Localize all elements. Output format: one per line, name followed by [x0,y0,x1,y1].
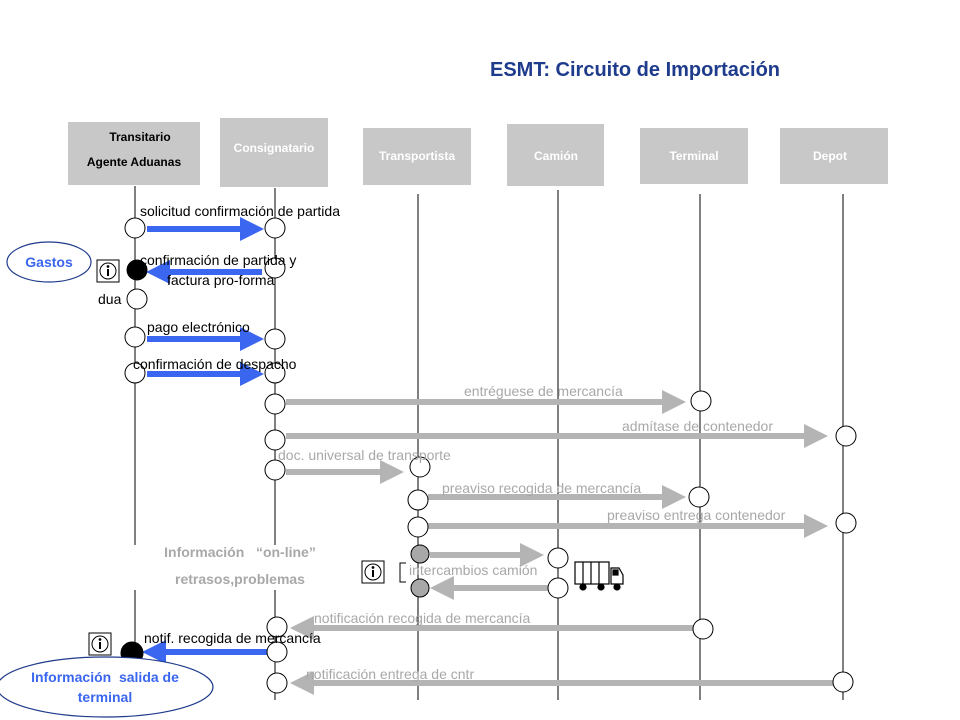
event-point [690,390,712,412]
actor-box [780,128,888,184]
event-point [835,425,857,447]
label-admitase: admítase de contenedor [622,418,773,434]
label-preaviso-recogida: preaviso recogida de mercancía [442,480,641,496]
event-point [264,362,286,384]
info-icon [361,560,385,584]
event-point [126,288,148,310]
event-point [124,362,146,384]
actor-box [640,128,748,184]
event-point [266,672,288,694]
actor-camion: Camión [507,124,604,186]
gastos-note: Gastos [6,241,92,283]
actor-box [68,122,200,185]
actor-transportista: Transportista [363,128,471,185]
actor-label: Camión [534,149,578,163]
event-point [264,459,286,481]
event-point [266,616,288,638]
terminal-exit-note: Información salida de terminal [0,656,214,718]
gastos-label: Gastos [25,254,73,270]
label-notificacion-recogida: notificación recogida de mercancía [314,610,531,626]
terminal-exit-line2: terminal [78,689,132,705]
event-point [410,578,430,598]
event-point [409,456,431,478]
label-dua: dua [98,291,122,307]
actor-label: Consignatario [234,141,315,155]
terminal-exit-line1: Información salida de [31,669,179,685]
label-factura-proforma: factura pro-forma [167,272,275,288]
online-info-subtitle: retrasos,problemas [175,571,305,587]
label-solicitud: solicitud confirmación de partida [140,203,340,219]
event-point [547,577,569,599]
label-intercambios: intercambios camión [409,562,537,578]
event-point [688,486,710,508]
event-points [120,217,857,694]
message-arrows [142,217,835,695]
event-point [264,429,286,451]
event-point [407,489,429,511]
diagram-title: ESMT: Circuito de Importación [490,59,780,81]
event-point [832,671,854,693]
terminal-exit-ellipse [0,656,214,718]
label-pago: pago electrónico [147,319,250,335]
event-point [407,516,429,538]
actor-depot: Depot [780,128,888,184]
label-notificacion-entrega: notificación entrega de cntr [306,666,474,682]
info-icon [88,632,112,656]
actor-transitario: Transitario Agente Aduanas [68,122,200,185]
label-confirmacion-partida: confirmación de partida y [140,252,296,268]
actor-label: Transportista [379,149,455,163]
label-preaviso-entrega: preaviso entrega contenedor [607,507,786,523]
event-point [264,328,286,350]
event-point [264,393,286,415]
label-notif-recogida: notif. recogida de mercancía [144,630,321,646]
event-point [266,641,288,663]
event-point [692,618,714,640]
online-note-background [128,545,338,590]
message-labels-dark: solicitud confirmación de partida confir… [98,203,340,646]
label-entreguese: entréguese de mercancía [464,383,623,399]
gastos-ellipse [6,241,92,283]
event-point [124,217,146,239]
event-point [264,217,286,239]
label-doc-universal: doc. universal de transporte [278,447,451,463]
event-point [547,547,569,569]
label-despacho: confirmación de despacho [133,356,297,372]
intercambio-bracket [399,562,406,583]
actor-terminal: Terminal [640,128,748,184]
truck-icon [574,561,624,591]
actor-label: Terminal [669,149,718,163]
event-point [264,257,286,279]
event-point [124,326,146,348]
actor-label: Agente Aduanas [87,155,182,169]
event-point [835,512,857,534]
event-point [410,544,430,564]
actor-box [220,118,328,187]
actor-label: Depot [813,149,847,163]
message-labels-gray: entréguese de mercancía admítase de cont… [278,383,786,682]
actor-label: Transitario [109,130,170,144]
actor-box [363,128,471,185]
actor-box [507,124,604,186]
actor-consignatario: Consignatario [220,118,328,187]
event-point [126,259,148,281]
online-info-title: Información “on-line” [164,544,316,560]
info-icon [96,259,120,283]
